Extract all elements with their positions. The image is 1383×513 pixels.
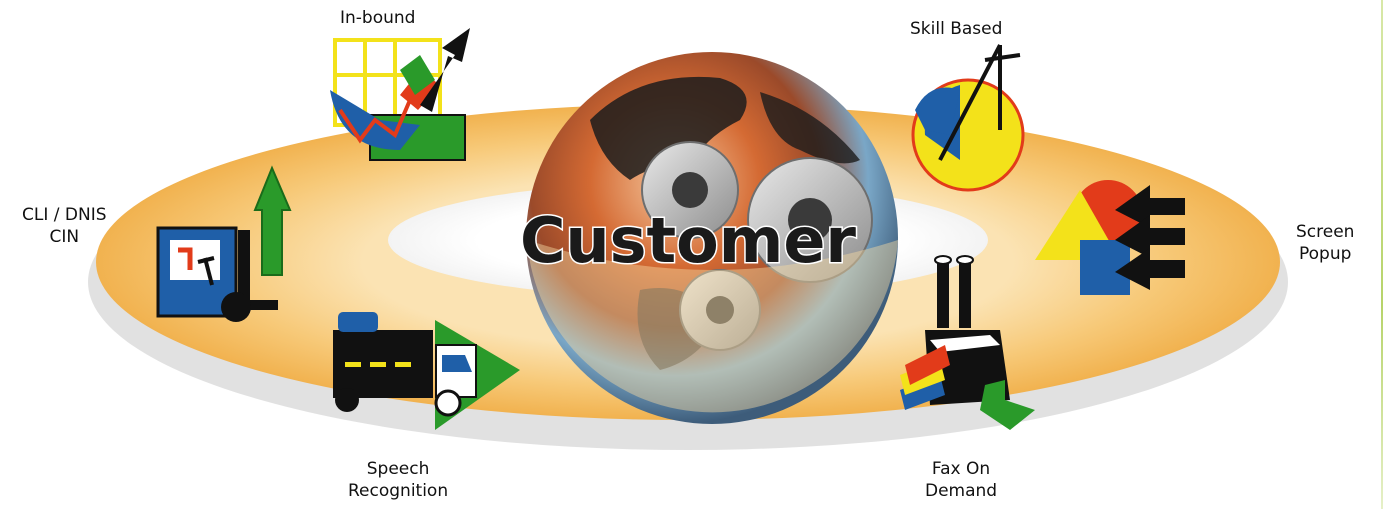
label-fax: Fax On Demand <box>925 458 997 502</box>
label-inbound-text: In-bound <box>340 8 416 28</box>
label-speech: Speech Recognition <box>348 458 448 502</box>
compass-icon <box>911 44 1025 192</box>
label-cli: CLI / DNIS CIN <box>22 204 107 248</box>
label-screen-popup: Screen Popup <box>1296 221 1354 265</box>
label-fax-line1: Fax On <box>931 459 991 479</box>
label-inbound: In-bound <box>340 7 415 29</box>
truck-icon <box>333 312 520 430</box>
label-screen-line2: Popup <box>1299 244 1352 264</box>
label-cli-line2: CIN <box>49 227 80 247</box>
label-speech-line2: Recognition <box>348 481 449 501</box>
label-skill-based-text: Skill Based <box>910 19 1003 39</box>
factory-icon <box>900 255 1035 430</box>
chart-arrow-icon <box>330 28 470 161</box>
label-screen-line1: Screen <box>1296 222 1355 242</box>
shapes-arrows-icon <box>1035 180 1185 295</box>
right-edge-divider <box>1381 0 1383 509</box>
label-skill-based: Skill Based <box>910 18 1002 40</box>
center-title: Customer <box>520 204 856 277</box>
label-speech-line1: Speech <box>366 459 430 479</box>
label-cli-line1: CLI / DNIS <box>22 205 107 225</box>
forklift-icon <box>156 165 292 322</box>
globe-icon <box>526 52 898 424</box>
label-fax-line2: Demand <box>925 481 998 501</box>
